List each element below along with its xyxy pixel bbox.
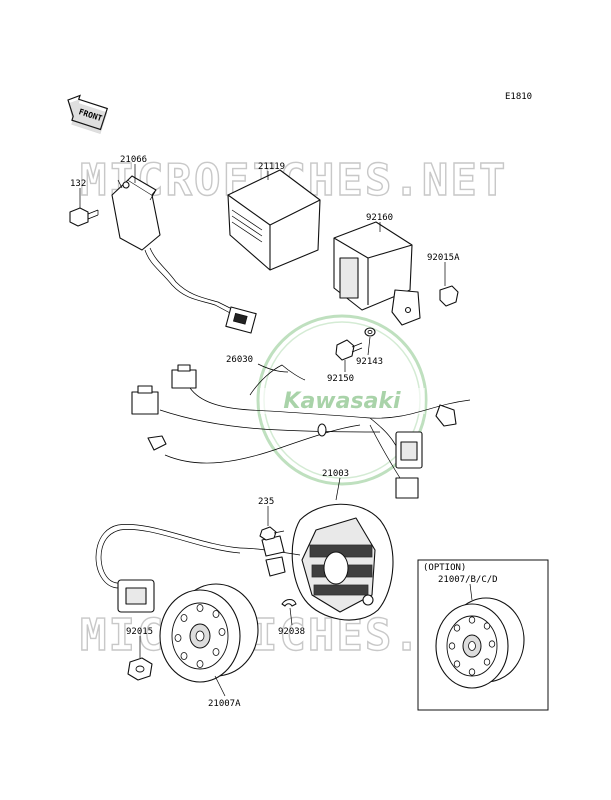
label-92038: 92038 <box>278 627 305 637</box>
diagram-code: E1810 <box>505 92 532 102</box>
label-92015: 92015 <box>126 627 153 637</box>
label-132: 132 <box>70 179 86 189</box>
part-21119-unit[interactable] <box>227 169 321 271</box>
part-92038-key[interactable] <box>281 598 297 607</box>
label-92160: 92160 <box>366 213 393 223</box>
label-21007BCD: 21007/B/C/D <box>438 575 498 585</box>
part-21007BCD-rotor[interactable] <box>435 597 525 689</box>
option-label: (OPTION) <box>423 563 466 573</box>
part-21007A-rotor[interactable] <box>159 583 259 683</box>
part-21003-stator[interactable] <box>239 503 394 621</box>
front-arrow-icon: FRONT <box>67 94 109 134</box>
kawasaki-logo: Kawasaki <box>256 314 428 486</box>
stator-lead-wire <box>95 523 241 613</box>
label-21066: 21066 <box>120 155 147 165</box>
part-92143-collar[interactable] <box>364 327 376 337</box>
label-92143: 92143 <box>356 357 383 367</box>
logo-text: Kawasaki <box>283 389 401 414</box>
label-92015A: 92015A <box>427 253 460 263</box>
part-26030-harness[interactable] <box>131 364 471 499</box>
label-21119: 21119 <box>258 162 285 172</box>
part-132-bolt[interactable] <box>69 207 99 227</box>
label-21003: 21003 <box>322 469 349 479</box>
part-92160-bracket[interactable] <box>333 221 421 326</box>
label-21007A: 21007A <box>208 699 241 709</box>
part-92015-nut[interactable] <box>127 657 153 681</box>
leader-lines <box>79 164 473 697</box>
part-92150-bolt[interactable] <box>335 339 363 361</box>
part-21066-unit[interactable] <box>111 175 257 334</box>
part-labels: 21066 132 21119 92160 92015A 92143 92150… <box>70 155 498 709</box>
part-235-bolt[interactable] <box>259 526 285 541</box>
label-235: 235 <box>258 497 274 507</box>
label-92150: 92150 <box>327 374 354 384</box>
label-26030: 26030 <box>226 355 253 365</box>
part-92015A-nut[interactable] <box>439 285 459 307</box>
